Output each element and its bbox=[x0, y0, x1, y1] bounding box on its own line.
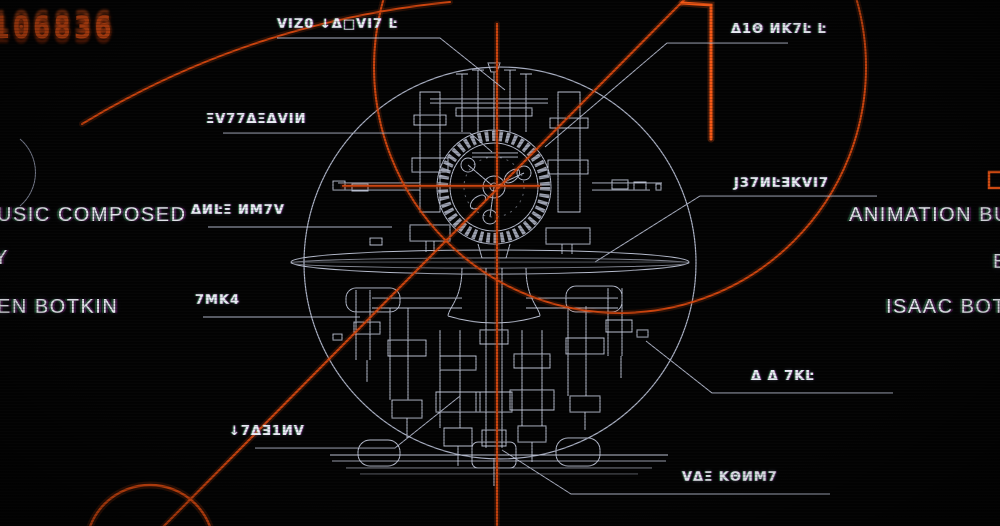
leader-top-right bbox=[544, 42, 788, 148]
credit-ben-botkin: EN BOTKIN bbox=[0, 296, 119, 318]
credit-isaac-botkin: ISAAC BOTKI bbox=[886, 296, 1000, 318]
leader-mid-left-upper bbox=[223, 132, 493, 153]
right-tower bbox=[545, 91, 591, 254]
credit-right-clipped-glyph: B bbox=[993, 251, 1000, 274]
leader-top-center bbox=[277, 37, 506, 91]
callout-bottom-right: VΔΞ ΚΘИМ7 bbox=[682, 470, 778, 485]
machine-blueprint bbox=[290, 62, 697, 486]
callout-bottom-left: ↓7ΔƎ1ИV bbox=[229, 424, 305, 439]
clipped-orange-glyph bbox=[987, 170, 1000, 190]
leader-bottom-right bbox=[501, 449, 830, 495]
callout-leaders bbox=[203, 37, 893, 495]
bright-orange-mark bbox=[682, 3, 711, 139]
orange-overlay bbox=[82, 0, 1000, 526]
callout-top-center: VIZ0 ↓Δ□VI7 Ŀ bbox=[277, 17, 398, 32]
machine-enclosing-circle bbox=[303, 66, 697, 460]
leader-bottom-left bbox=[255, 395, 461, 449]
callout-mid-left-mid: ΔИĿΞ ИМ7V bbox=[191, 203, 285, 218]
credit-music-composed: USIC COMPOSED bbox=[0, 204, 187, 226]
left-tower bbox=[409, 91, 451, 252]
callout-mid-right-lower: Δ Δ 7ΚĿ bbox=[751, 369, 815, 384]
leader-mid-right-upper bbox=[594, 195, 877, 263]
left-edge-circle-arc bbox=[19, 138, 36, 207]
credit-by-partial: Y bbox=[0, 247, 9, 269]
callout-top-right: Δ1Θ ИΚ7Ŀ Ŀ bbox=[731, 22, 827, 37]
callout-mid-left-upper: ΞV77ΔΞΔVIИ bbox=[206, 112, 307, 127]
odometer-counter: 106836 bbox=[0, 8, 115, 46]
callout-mid-left-lower: 7МΚ4 bbox=[195, 293, 241, 308]
leader-mid-right-lower bbox=[645, 340, 893, 394]
credit-animation-built: ANIMATION BUI bbox=[849, 204, 1000, 226]
pistons bbox=[353, 288, 633, 466]
callout-mid-right-upper: J37ИĿƎΚVI7 bbox=[734, 176, 829, 191]
